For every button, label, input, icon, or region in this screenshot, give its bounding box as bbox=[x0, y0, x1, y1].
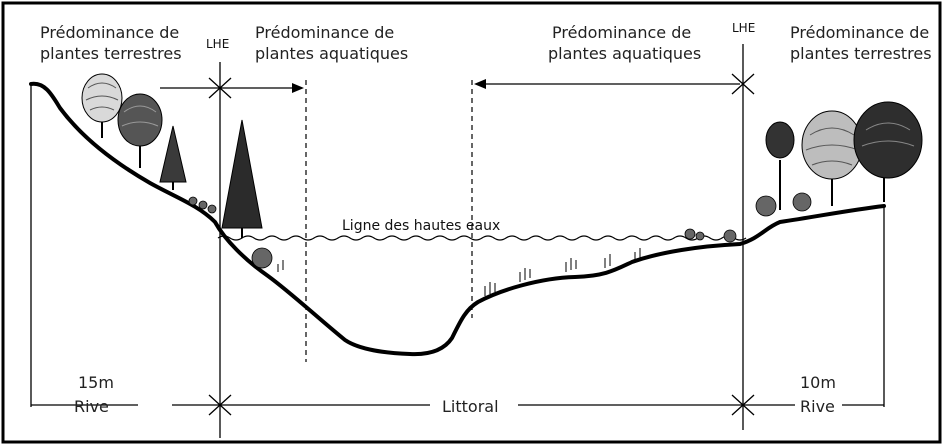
arrow-head-right bbox=[292, 83, 304, 93]
lhe-left-marker-bottom bbox=[208, 394, 232, 416]
label-lhe-left: LHE bbox=[206, 37, 229, 51]
high-water-line-label: Ligne des hautes eaux bbox=[342, 218, 500, 234]
lhe-right-marker-bottom bbox=[731, 394, 755, 416]
rive-right-width: 10m bbox=[800, 373, 836, 392]
lhe-right-marker-top bbox=[731, 73, 755, 95]
rive-left-width: 15m bbox=[78, 373, 114, 392]
label-lhe-right: LHE bbox=[732, 21, 755, 35]
label-aquatic-right-1: Prédominance de bbox=[552, 23, 691, 42]
littoral-label: Littoral bbox=[442, 397, 499, 416]
rive-right-label: Rive bbox=[800, 397, 835, 416]
tree-icon bbox=[117, 93, 163, 168]
tree-icon bbox=[81, 73, 123, 138]
tree-icon bbox=[853, 101, 923, 202]
label-terrestrial-left-1: Prédominance de bbox=[40, 23, 179, 42]
label-terrestrial-right-1: Prédominance de bbox=[790, 23, 929, 42]
label-aquatic-left-1: Prédominance de bbox=[255, 23, 394, 42]
tree-icon bbox=[801, 110, 863, 206]
label-aquatic-right-2: plantes aquatiques bbox=[548, 44, 701, 63]
rive-left-label: Rive bbox=[74, 397, 109, 416]
label-terrestrial-right-2: plantes terrestres bbox=[790, 44, 932, 63]
aquatic-plant-icon bbox=[684, 192, 812, 243]
water-line-icon bbox=[217, 235, 747, 241]
conifer-icon bbox=[765, 121, 795, 210]
conifer-icon bbox=[221, 119, 263, 238]
aquatic-plant-icon bbox=[188, 196, 273, 269]
ground-profile bbox=[29, 81, 886, 357]
label-terrestrial-left-2: plantes terrestres bbox=[40, 44, 182, 63]
aquatic-plant-icon bbox=[277, 248, 641, 296]
label-aquatic-left-2: plantes aquatiques bbox=[255, 44, 408, 63]
conifer-icon bbox=[159, 125, 187, 190]
arrow-head-left bbox=[474, 79, 486, 89]
